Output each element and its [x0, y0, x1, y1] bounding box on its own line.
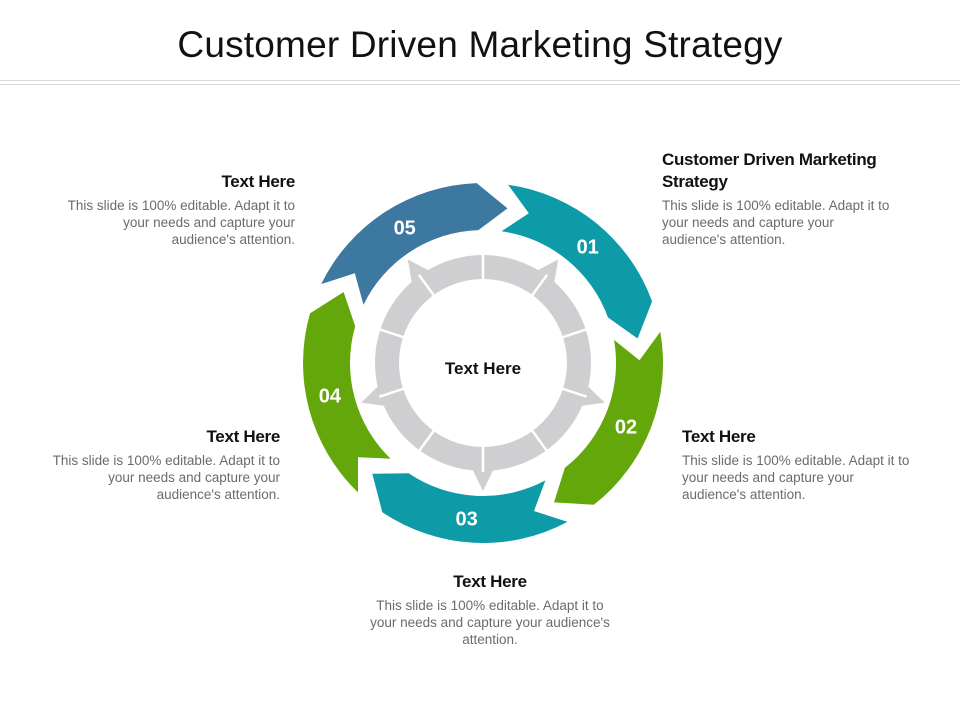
cycle-arrows — [303, 183, 664, 543]
text-block-05-body: This slide is 100% editable. Adapt it to… — [67, 198, 295, 247]
inner-ring-divider — [378, 328, 405, 339]
cycle-arrow-02 — [554, 331, 664, 505]
text-block-05: Text Here This slide is 100% editable. A… — [65, 171, 296, 248]
text-block-02-body: This slide is 100% editable. Adapt it to… — [682, 453, 910, 502]
cycle-arrow-05 — [321, 183, 508, 305]
inner-ring-pointer — [579, 385, 605, 407]
text-block-01-heading: Customer Driven Marketing Strategy — [662, 150, 877, 191]
inner-ring-pointer — [536, 259, 559, 285]
inner-ring-divider — [530, 429, 549, 452]
inner-ring-divider — [561, 387, 588, 398]
text-block-02-heading: Text Here — [682, 427, 756, 446]
text-block-04: Text Here This slide is 100% editable. A… — [50, 426, 281, 503]
inner-ring-pointer — [361, 385, 387, 407]
inner-ring-divider — [561, 328, 588, 339]
cycle-arrow-01 — [501, 184, 653, 339]
text-block-03: Text Here This slide is 100% editable. A… — [370, 571, 610, 648]
cycle-arrow-04 — [303, 292, 391, 493]
inner-ring-divider — [417, 429, 436, 452]
inner-ring-divider — [378, 387, 405, 398]
text-block-03-heading: Text Here — [453, 572, 527, 591]
text-block-05-heading: Text Here — [221, 172, 295, 191]
text-block-04-body: This slide is 100% editable. Adapt it to… — [52, 453, 280, 502]
text-block-01: Customer Driven Marketing Strategy This … — [662, 149, 892, 248]
segment-number-04: 04 — [319, 386, 342, 408]
segment-number-02: 02 — [615, 417, 637, 439]
text-block-03-body: This slide is 100% editable. Adapt it to… — [370, 598, 610, 647]
text-block-02: Text Here This slide is 100% editable. A… — [682, 426, 912, 503]
slide-title: Customer Driven Marketing Strategy — [177, 24, 783, 65]
segment-number-01: 01 — [577, 237, 599, 259]
inner-ring-divider — [530, 274, 549, 297]
segment-number-05: 05 — [394, 218, 416, 240]
inner-ring-pointer — [407, 259, 430, 285]
cycle-arrow-03 — [372, 473, 568, 543]
title-divider — [0, 80, 960, 85]
inner-ring — [361, 254, 605, 491]
center-label: Text Here — [445, 359, 521, 378]
segment-number-03: 03 — [455, 509, 477, 531]
segment-numbers: 01 02 03 04 05 — [319, 218, 637, 531]
text-block-01-body: This slide is 100% editable. Adapt it to… — [662, 198, 890, 247]
inner-ring-divider — [417, 274, 436, 297]
inner-ring-pointer — [471, 468, 495, 491]
text-block-04-heading: Text Here — [206, 427, 280, 446]
